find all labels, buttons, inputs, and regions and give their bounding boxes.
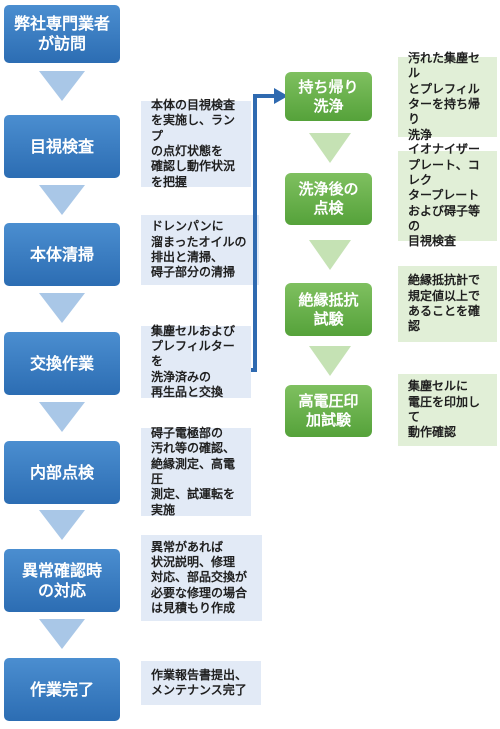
arrow-down-5 (39, 510, 85, 540)
note-insulation-test: 絶縁抵抗計で 規定値以上で あることを確認 (398, 266, 497, 342)
arrow-down-2 (39, 185, 85, 215)
step-take-back-wash: 持ち帰り 洗浄 (285, 72, 372, 121)
arrow-down-green-3 (309, 346, 351, 376)
step-internal-inspection: 内部点検 (4, 441, 120, 504)
note-internal-inspection: 碍子電極部の 汚れ等の確認、 絶縁測定、高電圧 測定、試運転を 実施 (141, 426, 251, 517)
note-visual-inspection: 本体の目視検査 を実施し、ランプ の点灯状態を 確認し動作状況 を把握 (141, 98, 251, 189)
step-visual-inspection: 目視検査 (4, 115, 120, 178)
note-replacement: 集塵セルおよび プレフィルターを 洗浄済みの 再生品と交換 (141, 324, 251, 399)
step-replacement: 交換作業 (4, 332, 120, 395)
arrow-down-green-1 (309, 133, 351, 163)
note-completion: 作業報告書提出、 メンテナンス完了 (141, 661, 261, 705)
step-body-cleaning: 本体清掃 (4, 223, 120, 286)
arrow-down-4 (39, 402, 85, 432)
step-insulation-test: 絶縁抵抗 試験 (285, 283, 372, 336)
arrow-down-6 (39, 619, 85, 649)
note-take-back-wash: 汚れた集塵セル とプレフィル ターを持ち帰り 洗浄 (398, 51, 497, 142)
arrow-down-green-2 (309, 240, 351, 270)
connector-arrow (251, 88, 288, 372)
step-post-wash-inspection: 洗浄後の 点検 (285, 173, 372, 225)
note-post-wash-inspection: イオナイザー プレート、コレク タープレート および碍子等の 目視検査 (398, 142, 497, 248)
arrow-down-1 (39, 71, 85, 101)
arrow-down-3 (39, 293, 85, 323)
note-high-voltage-test: 集塵セルに 電圧を印加して 動作確認 (398, 374, 497, 446)
note-body-cleaning: ドレンパンに 溜まったオイルの 排出と清掃、 碍子部分の清掃 (141, 215, 259, 285)
step-completion: 作業完了 (4, 658, 120, 721)
step-visit: 弊社専門業者 が訪問 (4, 5, 120, 63)
note-abnormality-response: 異常があれば 状況説明、修理 対応、部品交換が 必要な修理の場合 は見積もり作成 (141, 535, 262, 621)
step-high-voltage-test: 高電圧印 加試験 (285, 385, 372, 437)
step-abnormality-response: 異常確認時 の対応 (4, 549, 120, 612)
